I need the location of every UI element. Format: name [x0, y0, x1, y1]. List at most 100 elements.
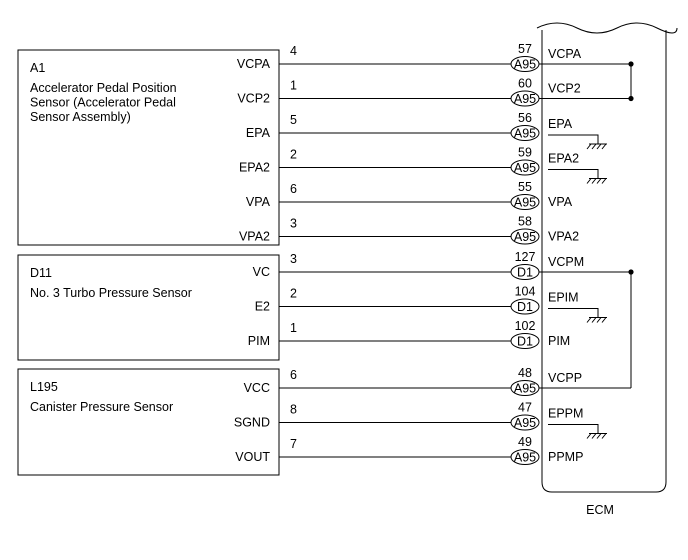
- wire-pin-number: 7: [290, 437, 297, 451]
- ground-icon: [586, 433, 607, 439]
- ecm-pin-number: 55: [518, 180, 532, 194]
- connector-code: A95: [514, 127, 536, 141]
- ground-hatch: [601, 143, 607, 150]
- ecm-signal-label: VPA: [548, 195, 573, 209]
- ground-hatch: [601, 178, 607, 184]
- pin-label: E2: [255, 300, 270, 314]
- wire-pin-number: 3: [290, 217, 297, 231]
- pin-label: SGND: [234, 416, 270, 430]
- ecm-signal-label: EPIM: [548, 291, 579, 305]
- ecm-pin-number: 49: [518, 435, 532, 449]
- component-box: [17, 49, 280, 246]
- pin-label: VCP2: [237, 92, 270, 106]
- pin-label: PIM: [248, 334, 270, 348]
- ecm-ground-line: [548, 308, 599, 318]
- ecm-pin-number: 104: [515, 285, 536, 299]
- ecm-signal-label: EPPM: [548, 407, 583, 421]
- ground-hatch: [596, 433, 602, 439]
- ground-hatch: [591, 143, 597, 150]
- wire-pin-number: 5: [290, 113, 297, 127]
- junction-dot: [628, 95, 634, 102]
- ecm-pin-number: 58: [518, 215, 532, 229]
- ecm-signal-label: VCP2: [548, 82, 581, 96]
- ground-hatch: [596, 143, 602, 150]
- ground-hatch: [591, 317, 597, 323]
- pin-label: VPA2: [239, 230, 270, 244]
- ground-hatch: [591, 433, 597, 439]
- ground-hatch: [586, 143, 592, 150]
- component-name: Accelerator Pedal Position: [30, 81, 177, 95]
- ground-hatch: [601, 317, 607, 323]
- connector-code: A95: [514, 416, 536, 430]
- connector-code: D1: [517, 335, 533, 349]
- wire-pin-number: 2: [290, 148, 297, 162]
- connector-code: A95: [514, 92, 536, 106]
- component-name: Sensor (Accelerator Pedal: [30, 96, 176, 110]
- component-name: Canister Pressure Sensor: [30, 400, 173, 414]
- ecm-outline: [541, 30, 667, 493]
- connector-code: A95: [514, 451, 536, 465]
- pin-label: EPA2: [239, 161, 270, 175]
- ground-hatch: [596, 317, 602, 323]
- connector-code: A95: [514, 161, 536, 175]
- wire-pin-number: 1: [290, 79, 297, 93]
- connector-oval: [510, 414, 540, 431]
- wire-pin-number: 6: [290, 368, 297, 382]
- ecm-joins: [628, 61, 634, 388]
- wire-pin-number: 1: [290, 321, 297, 335]
- ecm-pin-number: 60: [518, 77, 532, 91]
- connector-oval: [510, 159, 540, 176]
- component-code: D11: [30, 266, 52, 280]
- ecm-signal-label: PPMP: [548, 450, 583, 464]
- connector-code: D1: [517, 266, 533, 280]
- ecm-unit: ECM: [536, 22, 678, 517]
- connector-oval: [510, 449, 540, 465]
- ecm-pin-number: 102: [515, 319, 536, 333]
- ecm-pin-number: 56: [518, 111, 532, 125]
- ecm-pin-number: 59: [518, 146, 532, 160]
- component-name: No. 3 Turbo Pressure Sensor: [30, 286, 192, 300]
- pin-label: VCPA: [237, 57, 271, 71]
- ecm-ground-line: [548, 169, 599, 179]
- connector-code: A95: [514, 58, 536, 72]
- ground-icon: [586, 178, 607, 184]
- connector-code: A95: [514, 382, 536, 396]
- pin-label: EPA: [246, 126, 271, 140]
- pin-label: VOUT: [235, 450, 270, 464]
- connector-oval: [510, 125, 540, 141]
- ground-hatch: [591, 178, 597, 184]
- ground-hatch: [586, 433, 592, 439]
- ecm-signal-label: VCPA: [548, 47, 582, 61]
- junction-dot: [628, 269, 634, 275]
- ecm-label: ECM: [586, 503, 614, 517]
- connector-code: A95: [514, 230, 536, 244]
- ecm-signal-label: VCPP: [548, 371, 582, 385]
- ecm-ground-line: [548, 134, 599, 144]
- wire-pin-number: 3: [290, 252, 297, 266]
- wire-pin-number: 8: [290, 403, 297, 417]
- ground-hatch: [596, 178, 602, 184]
- component-box: [17, 368, 280, 476]
- connector-oval: [510, 333, 540, 349]
- ecm-pin-number: 57: [518, 42, 532, 56]
- ecm-pin-number: 47: [518, 401, 532, 415]
- ground-icon: [586, 143, 607, 150]
- ecm-signal-label: VCPM: [548, 255, 584, 269]
- pin-label: VC: [253, 265, 270, 279]
- junction-dot: [628, 61, 634, 67]
